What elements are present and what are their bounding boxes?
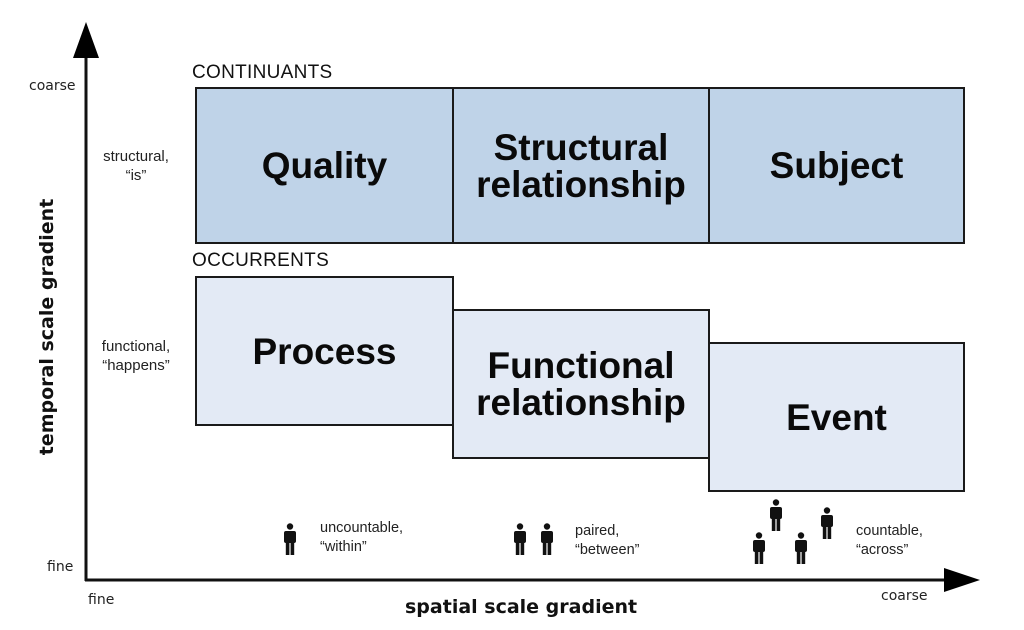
y-axis-arrow-icon [73,22,99,58]
person-icon [283,523,297,555]
box-structural-relationship: Structural relationship [452,87,710,244]
x-axis-low-label: fine [88,592,115,608]
person-icon [820,507,834,539]
x-axis-title: spatial scale gradient [405,596,638,618]
occurrents-label: OCCURRENTS [192,250,330,271]
legend-countable-text: countable, “across” [856,523,923,558]
person-icon [752,532,766,564]
legend-uncountable-text: uncountable, “within” [320,520,404,555]
person-icon [769,499,783,531]
box-process: Process [195,276,454,426]
box-subject: Subject [708,87,965,244]
person-icon [513,523,527,555]
x-axis-arrow-icon [944,568,980,592]
row-label-functional: functional, “happens” [101,338,171,374]
y-axis-title: temporal scale gradient [36,198,58,456]
box-event: Event [708,342,965,492]
y-axis-low-label: fine [47,559,74,575]
box-quality: Quality [195,87,454,244]
x-axis-high-label: coarse [881,588,928,604]
box-functional-relationship: Functional relationship [452,309,710,459]
person-icon [794,532,808,564]
continuants-label: CONTINUANTS [192,62,333,83]
row-label-structural: structural, “is” [103,148,169,184]
legend-paired-text: paired, “between” [575,523,640,558]
y-axis-high-label: coarse [29,78,76,94]
person-icon [540,523,554,555]
